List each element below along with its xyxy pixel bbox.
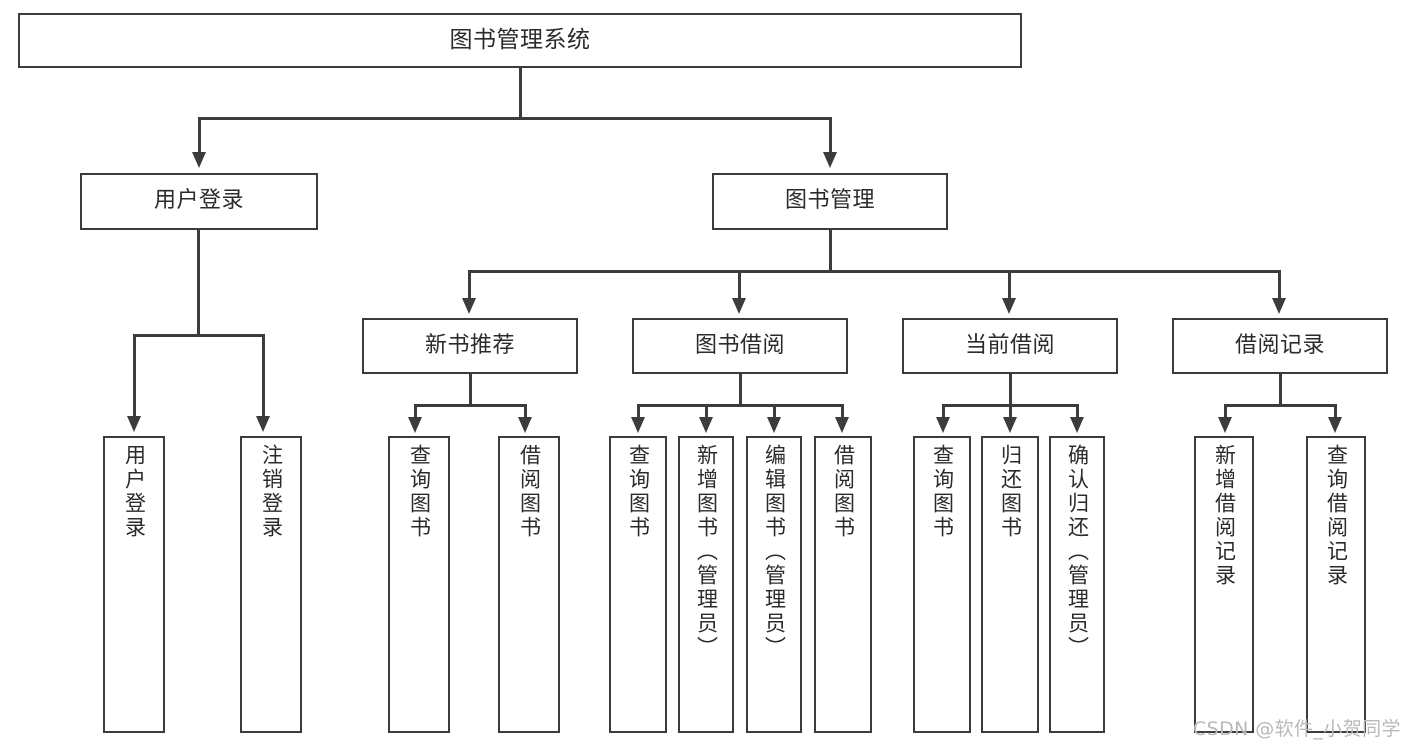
connector-new-book-bus [414, 404, 527, 407]
connector-book-borrow-to-leaf-1 [637, 404, 640, 419]
leaf-current-confirm-return-admin[interactable]: 确认归还（管理员） [1049, 436, 1105, 733]
leaf-borrow-edit-book-admin[interactable]: 编辑图书（管理员） [746, 436, 802, 733]
arrow-current-borrow-to-leaf-3 [1070, 417, 1084, 433]
arrow-user-login-to-leaf-1 [127, 416, 141, 432]
connector-book-borrow-to-leaf-2 [705, 404, 708, 419]
connector-user-login-bus [133, 334, 264, 337]
node-label: 用户登录 [153, 188, 244, 214]
node-borrow-record[interactable]: 借阅记录 [1172, 318, 1388, 374]
leaf-label: 确认归还（管理员） [1065, 444, 1090, 660]
connector-book-borrow-to-leaf-3 [773, 404, 776, 419]
connector-user-login-to-leaf-2 [262, 334, 265, 418]
leaf-borrow-borrow-book[interactable]: 借阅图书 [814, 436, 872, 733]
leaf-record-add-borrow-record[interactable]: 新增借阅记录 [1194, 436, 1254, 733]
arrow-book-borrow-to-leaf-3 [767, 417, 781, 433]
node-book-borrow[interactable]: 图书借阅 [632, 318, 848, 374]
connector-new-book-to-leaf-1 [414, 404, 417, 419]
leaf-new-book-query-book[interactable]: 查询图书 [388, 436, 450, 733]
connector-borrow-record-to-leaf-1 [1224, 404, 1227, 419]
connector-root-bus [198, 117, 832, 120]
leaf-label: 用户登录 [122, 444, 147, 540]
leaf-new-book-borrow-book[interactable]: 借阅图书 [498, 436, 560, 733]
arrow-book-manage-to-new-book [462, 298, 476, 314]
arrow-root-to-user-login [192, 152, 206, 168]
leaf-label: 查询借阅记录 [1324, 444, 1349, 588]
connector-book-manage-to-record [1278, 270, 1281, 300]
arrow-book-manage-to-borrow [732, 298, 746, 314]
leaf-borrow-add-book-admin[interactable]: 新增图书（管理员） [678, 436, 734, 733]
connector-new-book-to-leaf-2 [524, 404, 527, 419]
arrow-current-borrow-to-leaf-2 [1003, 417, 1017, 433]
arrow-new-book-to-leaf-1 [408, 417, 422, 433]
leaf-record-query-borrow-record[interactable]: 查询借阅记录 [1306, 436, 1366, 733]
leaf-current-return-book[interactable]: 归还图书 [981, 436, 1039, 733]
connector-book-borrow-stem [739, 374, 742, 406]
connector-current-borrow-to-leaf-2 [1009, 404, 1012, 419]
arrow-book-borrow-to-leaf-4 [835, 417, 849, 433]
leaf-logout[interactable]: 注销登录 [240, 436, 302, 733]
connector-root-to-book-manage [829, 117, 832, 155]
node-label: 借阅记录 [1234, 332, 1325, 358]
connector-borrow-record-to-leaf-2 [1334, 404, 1337, 419]
connector-root-to-user-login [198, 117, 201, 155]
connector-book-manage-to-current [1008, 270, 1011, 300]
connector-book-manage-to-borrow [738, 270, 741, 300]
arrow-new-book-to-leaf-2 [518, 417, 532, 433]
leaf-label: 查询图书 [407, 444, 432, 540]
node-label: 新书推荐 [424, 332, 515, 358]
connector-new-book-stem [469, 374, 472, 406]
leaf-label: 新增图书（管理员） [694, 444, 719, 660]
leaf-user-login[interactable]: 用户登录 [103, 436, 165, 733]
arrow-book-borrow-to-leaf-1 [631, 417, 645, 433]
node-new-book-recommend[interactable]: 新书推荐 [362, 318, 578, 374]
arrow-borrow-record-to-leaf-2 [1328, 417, 1342, 433]
connector-user-login-stem [197, 230, 200, 336]
arrow-book-manage-to-current [1002, 298, 1016, 314]
connector-user-login-to-leaf-1 [133, 334, 136, 418]
node-book-management[interactable]: 图书管理 [712, 173, 948, 230]
node-label: 图书管理 [784, 188, 875, 214]
leaf-label: 借阅图书 [831, 444, 856, 540]
node-current-borrow[interactable]: 当前借阅 [902, 318, 1118, 374]
node-label: 当前借阅 [964, 332, 1055, 358]
arrow-user-login-to-leaf-2 [256, 416, 270, 432]
connector-current-borrow-to-leaf-3 [1076, 404, 1079, 419]
leaf-label: 注销登录 [259, 444, 284, 540]
connector-root-stem [519, 68, 522, 118]
arrow-book-manage-to-record [1272, 298, 1286, 314]
node-label: 图书管理系统 [449, 26, 591, 53]
leaf-current-query-book[interactable]: 查询图书 [913, 436, 971, 733]
node-label: 图书借阅 [694, 332, 785, 358]
watermark-text: CSDN @软件_小贺同学 [1193, 718, 1401, 740]
arrow-current-borrow-to-leaf-1 [936, 417, 950, 433]
arrow-root-to-book-manage [823, 152, 837, 168]
connector-book-manage-stem [829, 230, 832, 272]
leaf-label: 查询图书 [930, 444, 955, 540]
connector-borrow-record-stem [1279, 374, 1282, 406]
leaf-label: 编辑图书（管理员） [762, 444, 787, 660]
leaf-label: 借阅图书 [517, 444, 542, 540]
connector-current-borrow-to-leaf-1 [942, 404, 945, 419]
connector-borrow-record-bus [1224, 404, 1337, 407]
arrow-borrow-record-to-leaf-1 [1218, 417, 1232, 433]
connector-book-manage-to-new-book [468, 270, 471, 300]
connector-book-borrow-to-leaf-4 [841, 404, 844, 419]
arrow-book-borrow-to-leaf-2 [699, 417, 713, 433]
connector-current-borrow-stem [1009, 374, 1012, 406]
node-user-login[interactable]: 用户登录 [80, 173, 318, 230]
leaf-label: 归还图书 [998, 444, 1023, 540]
connector-book-manage-bus [468, 270, 1280, 273]
leaf-label: 新增借阅记录 [1212, 444, 1237, 588]
connector-book-borrow-bus [637, 404, 844, 407]
node-root-library-system[interactable]: 图书管理系统 [18, 13, 1022, 68]
leaf-borrow-query-book[interactable]: 查询图书 [609, 436, 667, 733]
leaf-label: 查询图书 [626, 444, 651, 540]
